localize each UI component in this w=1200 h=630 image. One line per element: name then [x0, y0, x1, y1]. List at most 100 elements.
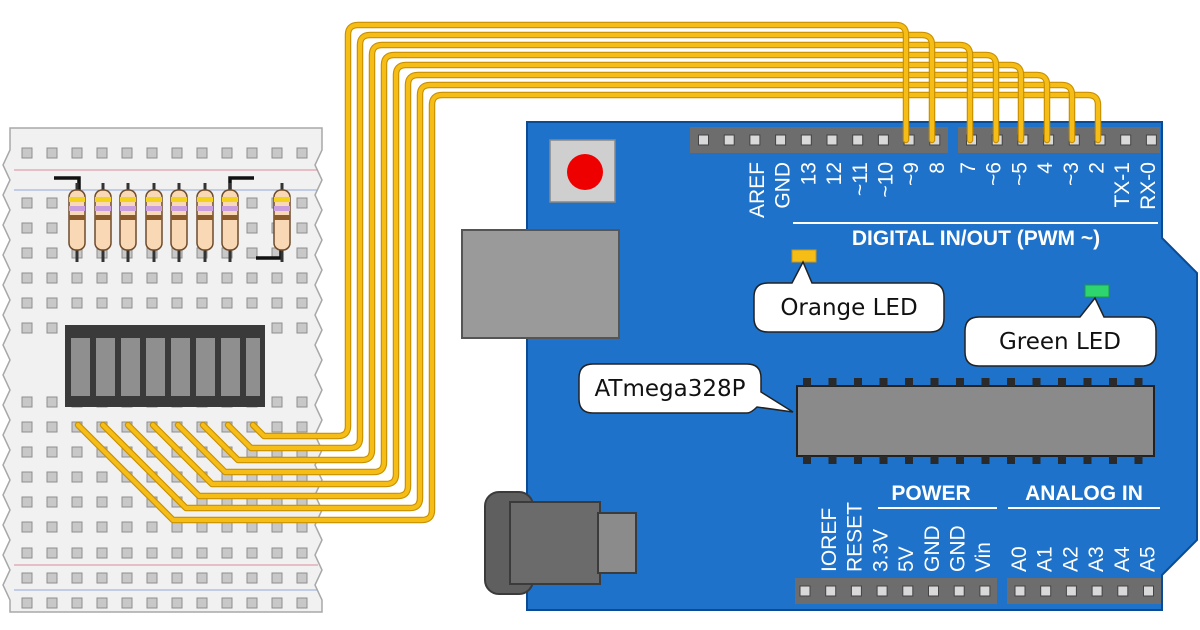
chip-leg	[905, 456, 913, 464]
led-bar-segment	[171, 338, 190, 396]
breadboard-hole	[271, 521, 283, 533]
resistor-row	[68, 183, 291, 262]
breadboard-hole	[46, 421, 58, 433]
breadboard-hole	[71, 446, 83, 458]
breadboard-hole	[46, 272, 58, 284]
digital-pin-label: AREF	[746, 162, 769, 218]
breadboard-hole	[171, 597, 183, 609]
breadboard-hole	[146, 272, 158, 284]
resistor-band	[95, 197, 111, 202]
breadboard-hole	[296, 572, 308, 584]
led-bar-segment	[196, 338, 215, 396]
breadboard-hole	[121, 147, 133, 159]
breadboard-hole	[121, 521, 133, 533]
breadboard-hole	[246, 521, 258, 533]
chip-leg	[828, 456, 837, 464]
led-bar-segment	[96, 338, 115, 396]
board-pcb	[526, 121, 1198, 611]
header-pin	[979, 585, 991, 597]
header-pin	[902, 585, 914, 597]
analog-pin-label: A3	[1085, 546, 1108, 572]
power-pin-label: 3.3V	[869, 529, 892, 572]
breadboard-hole	[296, 322, 308, 334]
resistor-band	[146, 197, 162, 202]
resistor-band	[222, 215, 238, 220]
breadboard-hole	[46, 597, 58, 609]
reset-button-cap	[567, 154, 603, 190]
breadboard-hole	[296, 547, 308, 559]
resistor-band	[222, 197, 238, 202]
breadboard-hole	[71, 521, 83, 533]
breadboard-hole	[196, 297, 208, 309]
chip-leg	[981, 456, 990, 464]
breadboard-hole	[296, 597, 308, 609]
power-pin-label: GND	[947, 525, 970, 572]
breadboard-hole	[96, 572, 108, 584]
resistor-band	[120, 206, 136, 211]
breadboard-hole	[21, 147, 33, 159]
wire	[150, 62, 1024, 487]
wire	[175, 52, 999, 475]
breadboard-hole	[271, 597, 283, 609]
header-pin	[826, 134, 838, 146]
chip-leg	[1058, 456, 1066, 464]
resistor-band	[197, 206, 213, 211]
led-bar-segment	[221, 338, 240, 396]
breadboard-hole	[146, 572, 158, 584]
chip-leg	[803, 456, 811, 464]
breadboard-hole	[46, 496, 58, 508]
reset-button	[549, 139, 616, 203]
header-pin	[928, 585, 939, 597]
analog-header	[1007, 578, 1161, 604]
power-pin-label: IOREF	[818, 508, 841, 572]
breadboard-hole	[196, 272, 208, 284]
resistor-band	[171, 206, 187, 211]
breadboard-hole	[121, 297, 133, 309]
breadboard-hole	[121, 572, 133, 584]
digital-pin-label: 8	[926, 162, 949, 174]
breadboard-hole	[96, 147, 108, 159]
digital-pin-label: 4	[1034, 162, 1057, 174]
breadboard-hole	[71, 147, 83, 159]
resistor-band	[120, 215, 136, 220]
breadboard-hole	[71, 572, 83, 584]
breadboard-hole	[296, 521, 308, 533]
chip-leg	[1007, 456, 1015, 464]
header-pin	[877, 134, 889, 146]
breadboard-hole	[121, 496, 133, 508]
callout-green-led: Green LED	[964, 296, 1157, 367]
resistor-band	[274, 197, 290, 202]
breadboard-hole	[271, 547, 283, 559]
digital-pin-label: 2	[1086, 162, 1109, 174]
breadboard	[2, 127, 323, 613]
chip-leg	[854, 456, 862, 464]
digital-pin-label: 12	[823, 162, 846, 185]
breadboard-hole	[246, 547, 258, 559]
chip-leg	[930, 378, 939, 386]
breadboard-hole	[296, 147, 308, 159]
breadboard-hole	[121, 272, 133, 284]
digital-pin-label: 7	[957, 162, 980, 174]
chip-leg	[803, 378, 811, 386]
breadboard-hole	[146, 597, 158, 609]
breadboard-hole	[196, 572, 208, 584]
breadboard-hole	[71, 597, 83, 609]
breadboard-hole	[46, 396, 58, 408]
breadboard-hole	[46, 147, 58, 159]
breadboard-hole	[196, 521, 208, 533]
header-pin	[876, 585, 888, 597]
chip-leg	[1032, 456, 1041, 464]
header-pin	[1091, 585, 1103, 597]
resistor-band	[146, 206, 162, 211]
header-pin	[1145, 134, 1157, 146]
usb-connector	[461, 229, 620, 339]
breadboard-hole	[96, 597, 108, 609]
power-pin-label: GND	[921, 525, 944, 572]
breadboard-hole	[296, 421, 308, 433]
header-pin	[825, 585, 837, 597]
breadboard-hole	[271, 396, 283, 408]
resistor-band	[69, 206, 85, 211]
breadboard-hole	[296, 222, 308, 234]
